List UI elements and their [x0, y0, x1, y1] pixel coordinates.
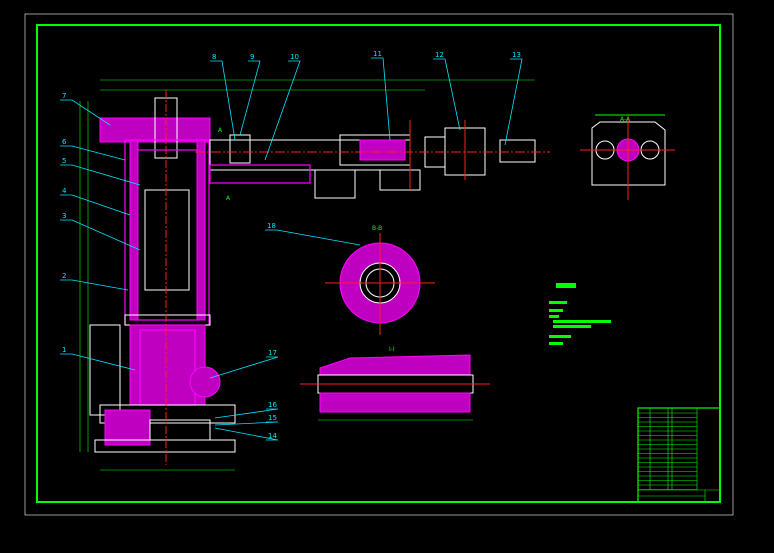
- part-label-8: 8: [212, 53, 216, 61]
- part-label-5: 5: [62, 157, 66, 165]
- part-label-14: 14: [268, 432, 277, 440]
- leader-line-14: [214, 427, 279, 441]
- column-assembly: [79, 90, 236, 471]
- leader-line-1: [60, 353, 136, 371]
- section-label-a: A-A: [620, 116, 631, 123]
- leader-line-4: [60, 194, 131, 216]
- view-marker-a: A: [226, 195, 231, 202]
- part-label-2: 2: [62, 272, 66, 280]
- leader-line-8: [210, 60, 236, 141]
- section-view-b: B-B: [325, 225, 435, 335]
- leader-line-7: [60, 99, 111, 126]
- part-label-10: 10: [290, 53, 299, 61]
- outer-sheet-border: [24, 13, 734, 516]
- part-label-11: 11: [373, 50, 382, 58]
- leader-line-6: [60, 145, 126, 161]
- leader-line-13: [504, 58, 523, 146]
- leader-line-18: [265, 229, 361, 246]
- drawing-frame: [36, 24, 721, 503]
- section-view-i: I-I: [300, 346, 490, 421]
- leader-line-16: [214, 408, 279, 419]
- leader-line-9: [239, 60, 261, 136]
- view-marker-a: A: [218, 127, 223, 134]
- leader-line-11: [371, 57, 391, 141]
- part-label-17: 17: [268, 349, 277, 357]
- section-view-a: A-A: [580, 114, 675, 200]
- leader-line-5: [60, 164, 141, 186]
- part-label-15: 15: [268, 414, 277, 422]
- leader-line-10: [264, 60, 301, 161]
- part-label-18: 18: [267, 222, 276, 230]
- part-label-4: 4: [62, 187, 67, 195]
- part-label-9: 9: [250, 53, 254, 61]
- leader-line-15: [214, 421, 279, 426]
- part-label-13: 13: [512, 51, 521, 59]
- part-label-6: 6: [62, 138, 67, 146]
- part-label-7: 7: [62, 92, 66, 100]
- part-label-16: 16: [268, 401, 277, 409]
- leader-line-12: [433, 58, 461, 131]
- part-label-12: 12: [435, 51, 444, 59]
- leader-line-17: [209, 356, 279, 379]
- section-label-b: B-B: [372, 225, 382, 232]
- technical-requirements: [549, 283, 611, 345]
- part-label-3: 3: [62, 212, 66, 220]
- part-label-1: 1: [62, 346, 66, 354]
- section-label-i: I-I: [389, 346, 395, 353]
- leader-line-2: [60, 279, 129, 291]
- leader-line-3: [60, 219, 141, 251]
- arm-assembly: [100, 79, 550, 199]
- title-block: [637, 407, 721, 503]
